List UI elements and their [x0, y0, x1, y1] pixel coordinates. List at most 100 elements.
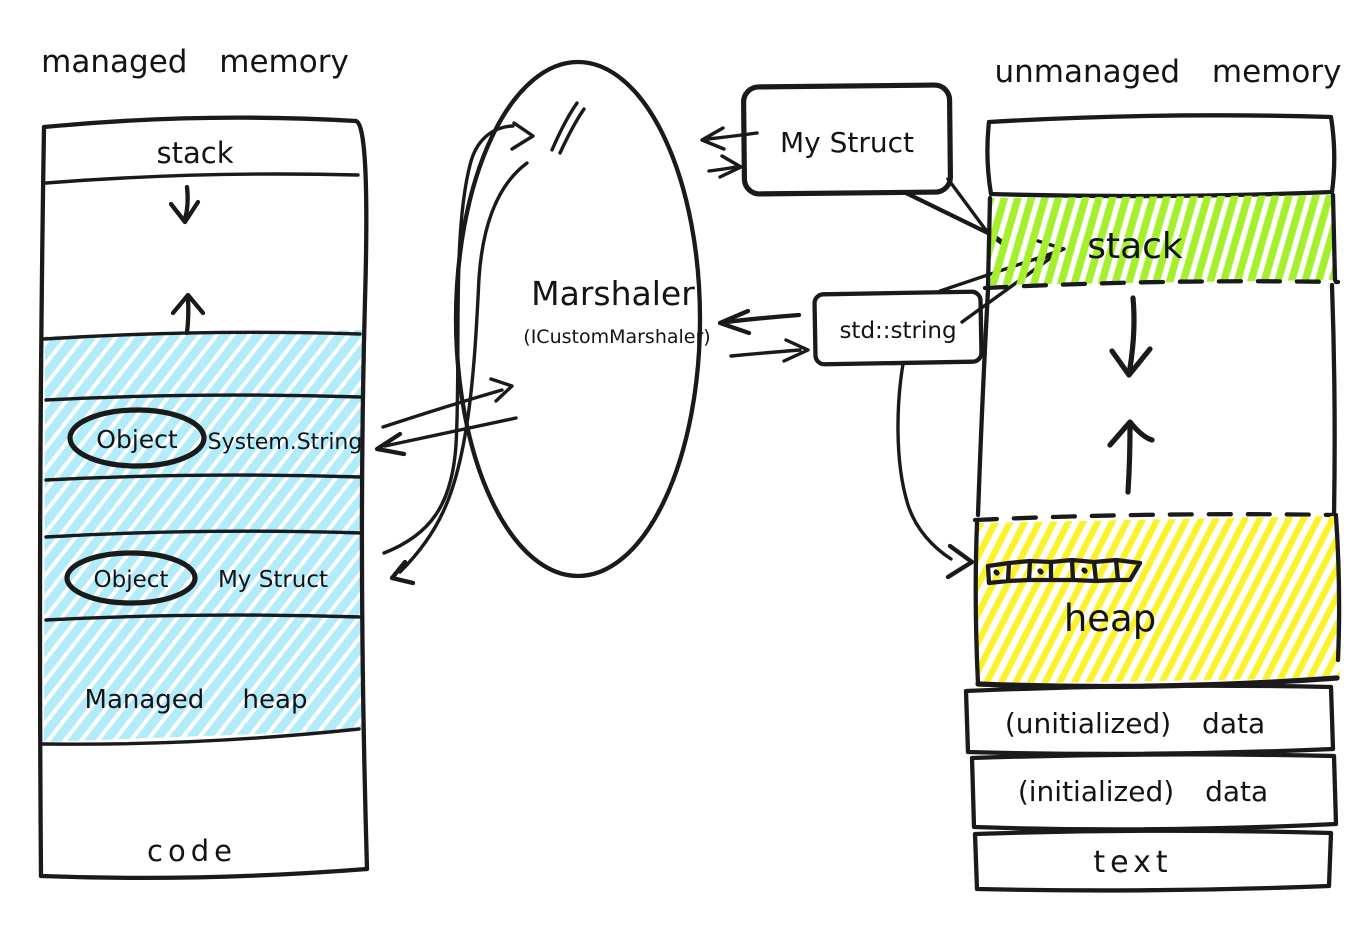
managed-box-right-edge — [353, 118, 370, 872]
mystruct-box-label: My Struct — [780, 126, 914, 159]
arrow-head — [782, 338, 810, 363]
arrow-systemstring-to-marshaler-icon — [381, 377, 514, 429]
my-struct-row-label: My Struct — [218, 567, 328, 593]
divider-row2-top — [44, 529, 363, 539]
arrow-marshaler-to-mystructrow-icon — [389, 161, 529, 586]
managed-box-left-edge — [37, 124, 47, 879]
unmanaged-heap-up-arrow-icon — [1107, 419, 1155, 495]
arrow-head — [717, 308, 752, 336]
marshaler-label: Marshaler — [531, 274, 695, 313]
mystruct-box: My Struct — [741, 82, 954, 197]
managed-memory-title: managed memory — [41, 44, 349, 80]
arrow-shaft — [182, 184, 190, 222]
arrow-shaft — [398, 161, 529, 574]
dashed-divider-stack — [982, 279, 1341, 291]
managed-stack-label: stack — [157, 136, 234, 170]
system-string-label: System.String — [208, 430, 363, 455]
managed-memory-column: managed memory stack Object System.Strin… — [37, 44, 370, 881]
arrow-shaft — [184, 296, 191, 336]
middle-right-edge — [1329, 282, 1337, 519]
marshaler-ellipse-group: Marshaler (ICustomMarshaler) — [453, 59, 711, 579]
unmanaged-memory-title: unmanaged memory — [995, 54, 1342, 90]
middle-left-edge — [975, 287, 991, 518]
unmanaged-heap-label: heap — [1064, 597, 1156, 640]
arrow-head — [1109, 346, 1153, 378]
arrow-shaft — [707, 165, 738, 173]
heap-left-edge — [973, 520, 981, 687]
arrow-shaft — [706, 131, 759, 141]
arrow-shaft — [383, 416, 518, 448]
arrow-head — [374, 431, 407, 457]
arrow-head — [489, 377, 514, 403]
managed-stack-down-arrow-icon — [168, 184, 201, 225]
unmanaged-heap-highlight — [977, 516, 1340, 684]
text-segment-label: text — [1093, 845, 1172, 880]
arrow-marshaler-to-mystructbox-icon — [707, 154, 743, 179]
arrow-shaft — [896, 362, 953, 561]
arrow-marshaler-to-stdstring-icon — [729, 338, 810, 363]
mystruct-box-outline — [741, 82, 954, 197]
unmanaged-stack-down-arrow-icon — [1109, 295, 1153, 378]
arrow-head — [510, 121, 535, 151]
arrow-head — [945, 543, 975, 580]
managed-box-bottom-edge — [38, 866, 370, 881]
text-segment-box — [972, 828, 1334, 893]
divider-row2-bottom — [44, 613, 363, 622]
managed-box-top-edge — [41, 115, 359, 130]
arrow-shaft — [1127, 295, 1137, 371]
uninitialized-data-label: (unitialized) data — [1005, 707, 1265, 740]
marshaler-interface-label: (ICustomMarshaler) — [523, 326, 710, 348]
stack-left-edge — [985, 195, 993, 288]
arrow-shaft — [1125, 425, 1133, 495]
heap-buffer-cells — [985, 557, 1143, 586]
code-label: code — [147, 834, 237, 868]
managed-heap-highlight — [44, 330, 363, 742]
arrow-head — [700, 126, 726, 151]
pointer-line — [946, 177, 990, 235]
heap-buffer-cell-dots — [993, 567, 1088, 576]
object-badge-label-1: Object — [96, 425, 178, 454]
arrow-shaft — [381, 388, 504, 429]
stack-right-edge — [1330, 192, 1338, 283]
stray-stroke-1 — [550, 101, 579, 152]
arrow-shaft — [723, 312, 802, 325]
unmanaged-top-box — [985, 113, 1337, 199]
divider-under-stack — [44, 172, 360, 185]
stray-stroke-2 — [558, 107, 586, 155]
pointer-line — [903, 190, 991, 236]
unmanaged-stack-highlight — [988, 195, 1335, 285]
object-badge-label-2: Object — [94, 567, 169, 593]
unmanaged-stack-label: stack — [1087, 226, 1183, 267]
dashed-divider-heap — [972, 512, 1339, 523]
connector-arrows — [374, 121, 1066, 586]
heap-right-edge — [1333, 513, 1342, 663]
arrow-marshaler-to-systemstring-icon — [374, 416, 518, 457]
arrow-head — [718, 154, 743, 179]
marshaler-outline — [453, 59, 703, 579]
unmanaged-memory-column: unmanaged memory stack heap — [963, 54, 1342, 893]
managed-heap-label: Managed heap — [85, 685, 308, 715]
object-badge-outline-2 — [64, 550, 198, 606]
initialized-data-box — [969, 752, 1339, 832]
divider-row1-top — [44, 393, 363, 402]
arrow-head — [389, 559, 416, 586]
arrow-mystructrow-to-marshaler-icon — [382, 121, 535, 555]
arrow-head — [1107, 419, 1155, 448]
managed-heap-up-arrow-icon — [170, 292, 206, 336]
arrow-shaft — [729, 348, 802, 358]
object-badge-outline-1 — [67, 407, 207, 469]
arrow-stdstring-to-heap-icon — [896, 362, 975, 580]
arrow-mystructbox-to-marshaler-icon — [700, 126, 759, 151]
divider-heap-top — [42, 330, 362, 341]
divider-row1-bottom — [44, 473, 363, 482]
stdstring-box: std::string — [812, 289, 984, 367]
arrow-stdstring-to-marshaler-icon — [717, 308, 802, 336]
arrow-head — [168, 199, 201, 225]
stdstring-box-outline — [812, 289, 984, 367]
stdstring-box-label: std::string — [839, 318, 956, 344]
divider-heap-bottom — [41, 727, 361, 746]
arrow-shaft — [382, 124, 515, 555]
arrow-head — [170, 292, 206, 316]
